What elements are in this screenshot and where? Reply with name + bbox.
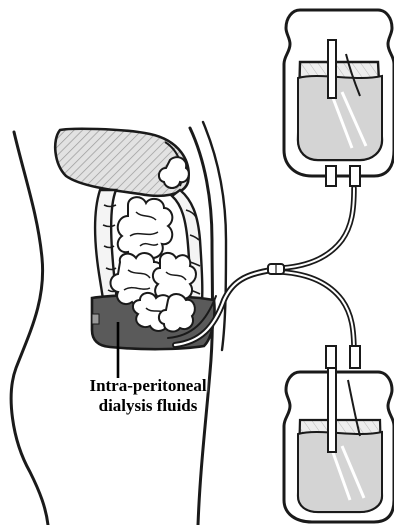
dialysis-fluid-bag-icon bbox=[284, 10, 394, 186]
fluid-label-line2: dialysis fluids bbox=[68, 396, 228, 416]
drainage-bag-icon bbox=[284, 346, 394, 522]
fluid-label-line1: Intra-peritoneal bbox=[68, 376, 228, 396]
fluid-label: Intra-peritoneal dialysis fluids bbox=[68, 376, 228, 416]
y-connector bbox=[268, 264, 284, 274]
